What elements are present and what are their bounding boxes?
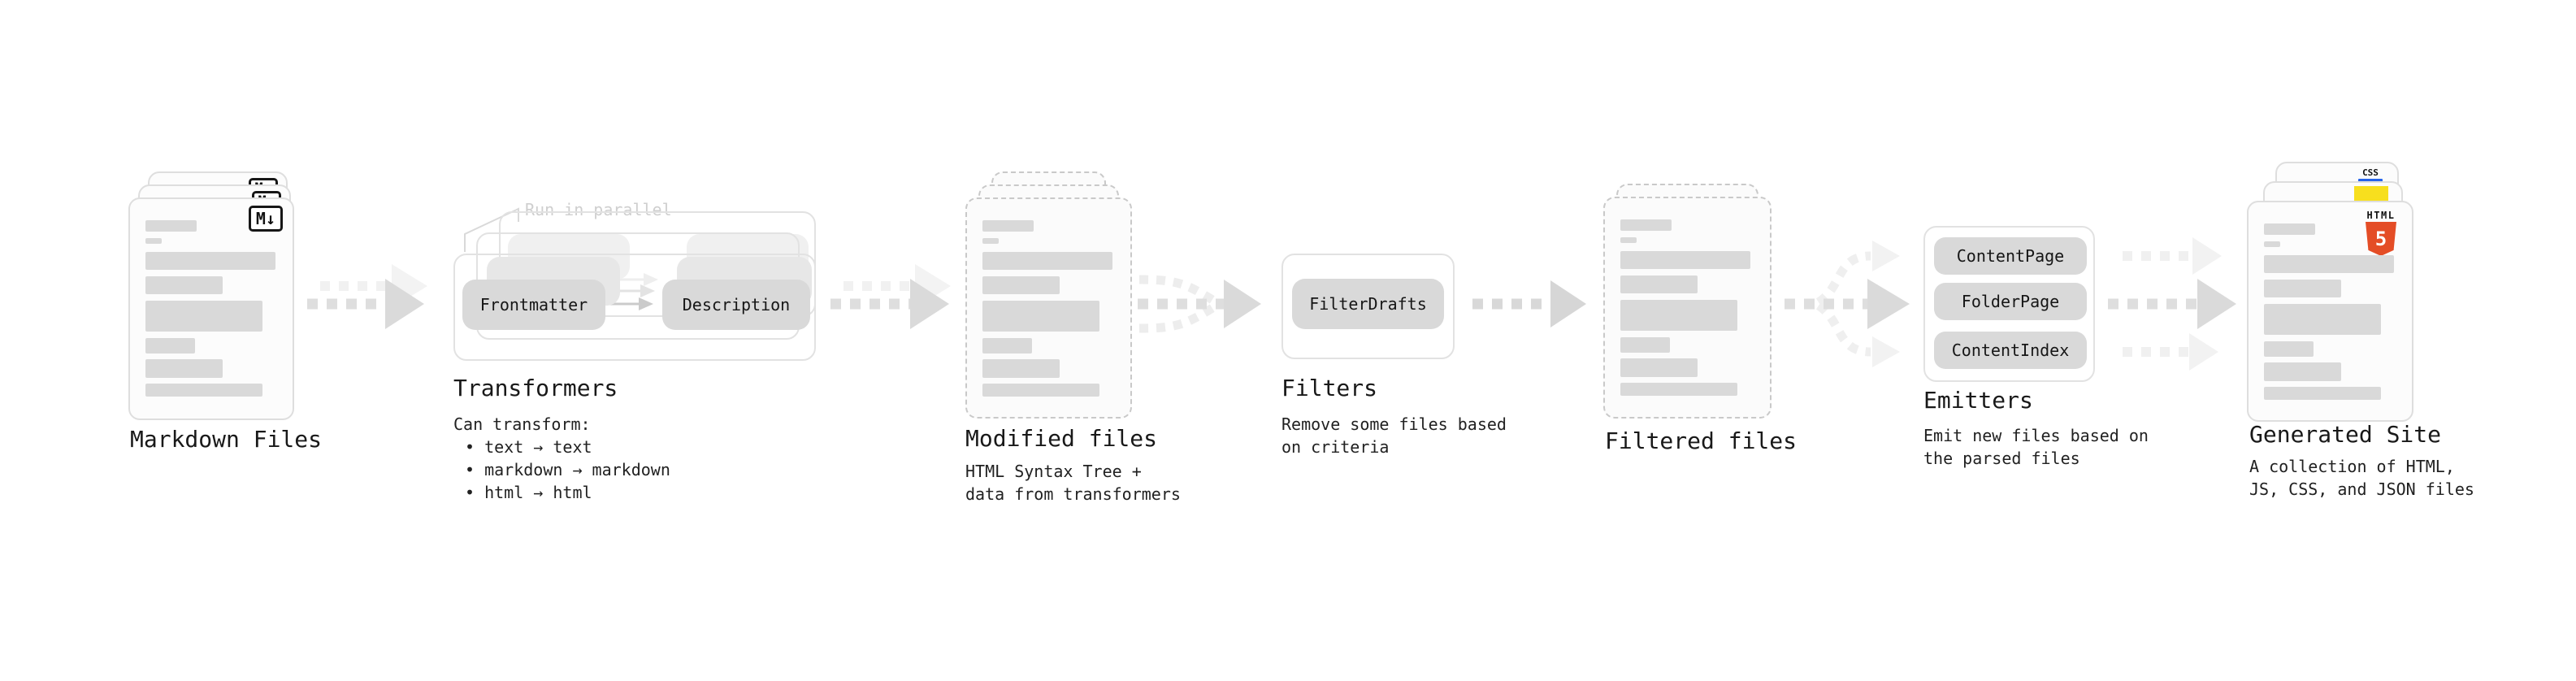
arrow-emitters-to-site bbox=[2108, 237, 2236, 371]
callout-line bbox=[464, 207, 519, 252]
emitters-frame bbox=[1923, 226, 2095, 382]
css-icon: CSS bbox=[2358, 168, 2383, 182]
arrow-modified-to-filters bbox=[1138, 275, 1261, 333]
markdown-files-label: Markdown Files bbox=[130, 426, 323, 453]
markdown-file-card-front: M↓ bbox=[128, 197, 294, 420]
modified-file-card-front bbox=[965, 197, 1132, 419]
emitters-subtext: Emit new files based on the parsed files bbox=[1923, 426, 2149, 468]
filters-label: Filters bbox=[1281, 375, 1378, 401]
file-content-placeholder bbox=[982, 220, 1112, 397]
arrow-markdown-to-transformers bbox=[307, 264, 427, 329]
html5-icon: HTML 5 bbox=[2361, 210, 2400, 256]
modified-files-label: Modified files bbox=[965, 425, 1158, 452]
file-content-placeholder bbox=[2264, 223, 2394, 400]
file-content-placeholder bbox=[145, 220, 275, 397]
arrow-filters-to-filtered bbox=[1472, 280, 1586, 327]
transformers-label: Transformers bbox=[453, 375, 618, 401]
file-content-placeholder bbox=[1620, 219, 1750, 396]
arrow-filtered-to-emitters bbox=[1785, 241, 1910, 367]
emitter-folder-page-pill: FolderPage bbox=[1934, 283, 2087, 320]
generated-site-label: Generated Site bbox=[2249, 421, 2442, 448]
transformers-note-heading: Can transform: bbox=[453, 414, 591, 434]
filtered-files-label: Filtered files bbox=[1605, 427, 1798, 454]
filter-drafts-pill: FilterDrafts bbox=[1292, 279, 1444, 329]
site-file-card-html: HTML 5 bbox=[2247, 201, 2413, 422]
transformers-bullet-3: • html → html bbox=[465, 483, 592, 502]
emitters-label: Emitters bbox=[1923, 387, 2033, 414]
transformer-frontmatter-pill: Frontmatter bbox=[462, 280, 605, 330]
emitter-content-page-pill: ContentPage bbox=[1934, 237, 2087, 275]
arrow-transformers-to-modified bbox=[830, 264, 951, 329]
transformer-frame-front bbox=[453, 254, 816, 361]
transformers-bullet-1: • text → text bbox=[465, 437, 592, 457]
filters-subtext: Remove some files based on criteria bbox=[1281, 414, 1507, 457]
emitter-content-index-pill: ContentIndex bbox=[1934, 332, 2087, 369]
markdown-icon: M↓ bbox=[248, 206, 283, 232]
transformer-description-pill: Description bbox=[662, 280, 810, 330]
generated-site-subtext: A collection of HTML, JS, CSS, and JSON … bbox=[2249, 457, 2474, 499]
filters-frame bbox=[1281, 254, 1455, 359]
run-in-parallel-callout: Run in parallel bbox=[525, 200, 672, 219]
filtered-file-card-front bbox=[1603, 197, 1772, 419]
transformers-bullet-2: • markdown → markdown bbox=[465, 460, 670, 479]
modified-files-subtext: HTML Syntax Tree + data from transformer… bbox=[965, 462, 1181, 504]
